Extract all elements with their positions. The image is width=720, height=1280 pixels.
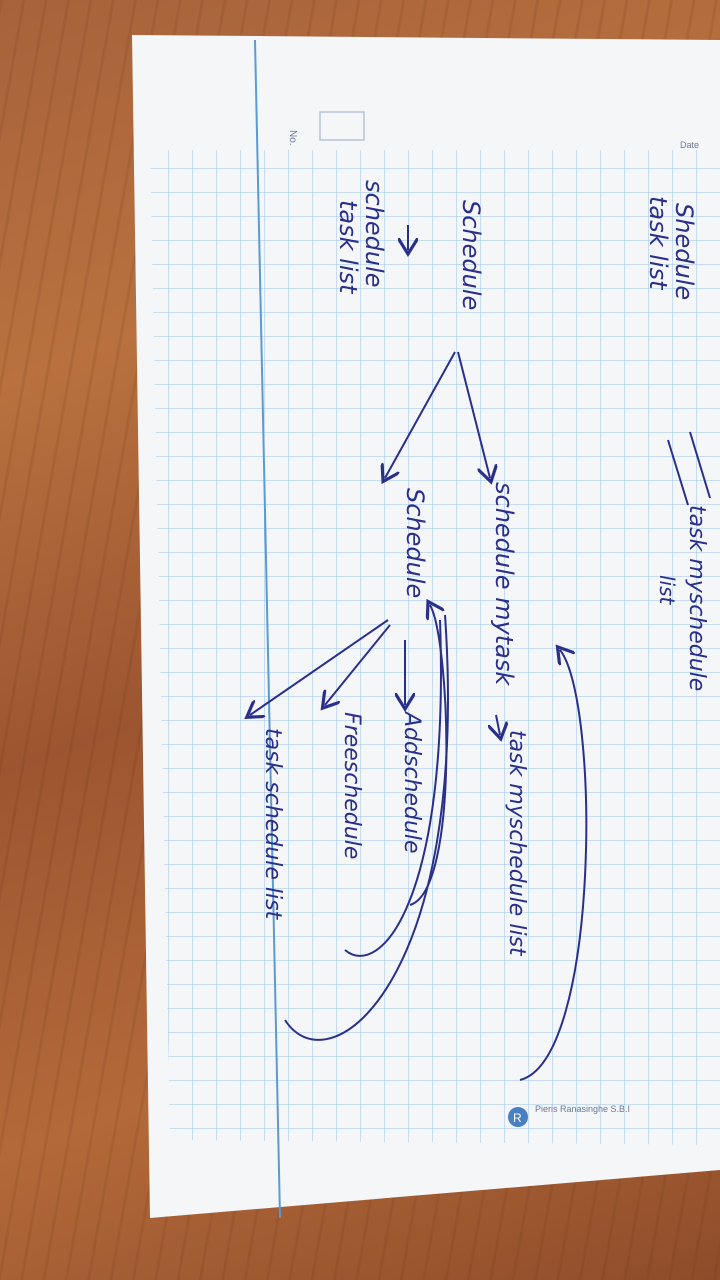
- loop-free-return: [344, 619, 442, 957]
- top-right-task-myschedule: task myschedule: [684, 505, 709, 691]
- left-column-line-1: schedule: [360, 180, 388, 288]
- arrow-root-to-upper: [457, 351, 490, 478]
- root-node-schedule: Schedule: [457, 200, 485, 310]
- lower-target-task-schedule-list: task schedule list: [260, 728, 285, 921]
- lower-target-freeschedule: Freeschedule: [339, 712, 364, 859]
- handwritten-notes: Shedule task list schedule task list Sch…: [260, 180, 709, 957]
- arrow-root-to-lower: [385, 351, 456, 478]
- branch-upper-schedule-mytask: schedule mytask: [490, 482, 518, 686]
- margin-line: [254, 39, 281, 1219]
- brand-text: Pieris Ranasinghe S.B.I: [535, 1104, 630, 1114]
- date-label: Date: [680, 140, 699, 150]
- arrow-lower-to-task-list: [250, 619, 389, 715]
- brand-logo-icon: [508, 1107, 528, 1127]
- arrow-lower-to-free: [325, 624, 391, 705]
- upper-target-task-myschedule-list: task myschedule list: [504, 730, 529, 957]
- no-label: No.: [287, 130, 298, 146]
- arrow-upper-to-target: [496, 714, 500, 735]
- diagram-arrows: [250, 225, 711, 1081]
- lower-target-addschedule: Addschedule: [399, 710, 424, 854]
- loop-upper-return: [519, 650, 588, 1081]
- loop-task-list-return: [284, 614, 449, 1041]
- graph-grid: [150, 150, 720, 1145]
- top-left-line-2: task list: [644, 196, 672, 291]
- arrow-top-right-slash-1: [667, 439, 689, 506]
- top-right-list: list: [655, 575, 679, 606]
- branch-lower-schedule: Schedule: [401, 488, 429, 598]
- top-left-line-1: Shedule: [670, 203, 698, 300]
- arrow-top-right-slash-2: [689, 431, 711, 499]
- footer-brand: R Pieris Ranasinghe S.B.I: [508, 1104, 630, 1127]
- left-column-line-2: task list: [334, 200, 362, 295]
- brand-logo-letter: R: [513, 1111, 522, 1125]
- number-box: [319, 111, 365, 141]
